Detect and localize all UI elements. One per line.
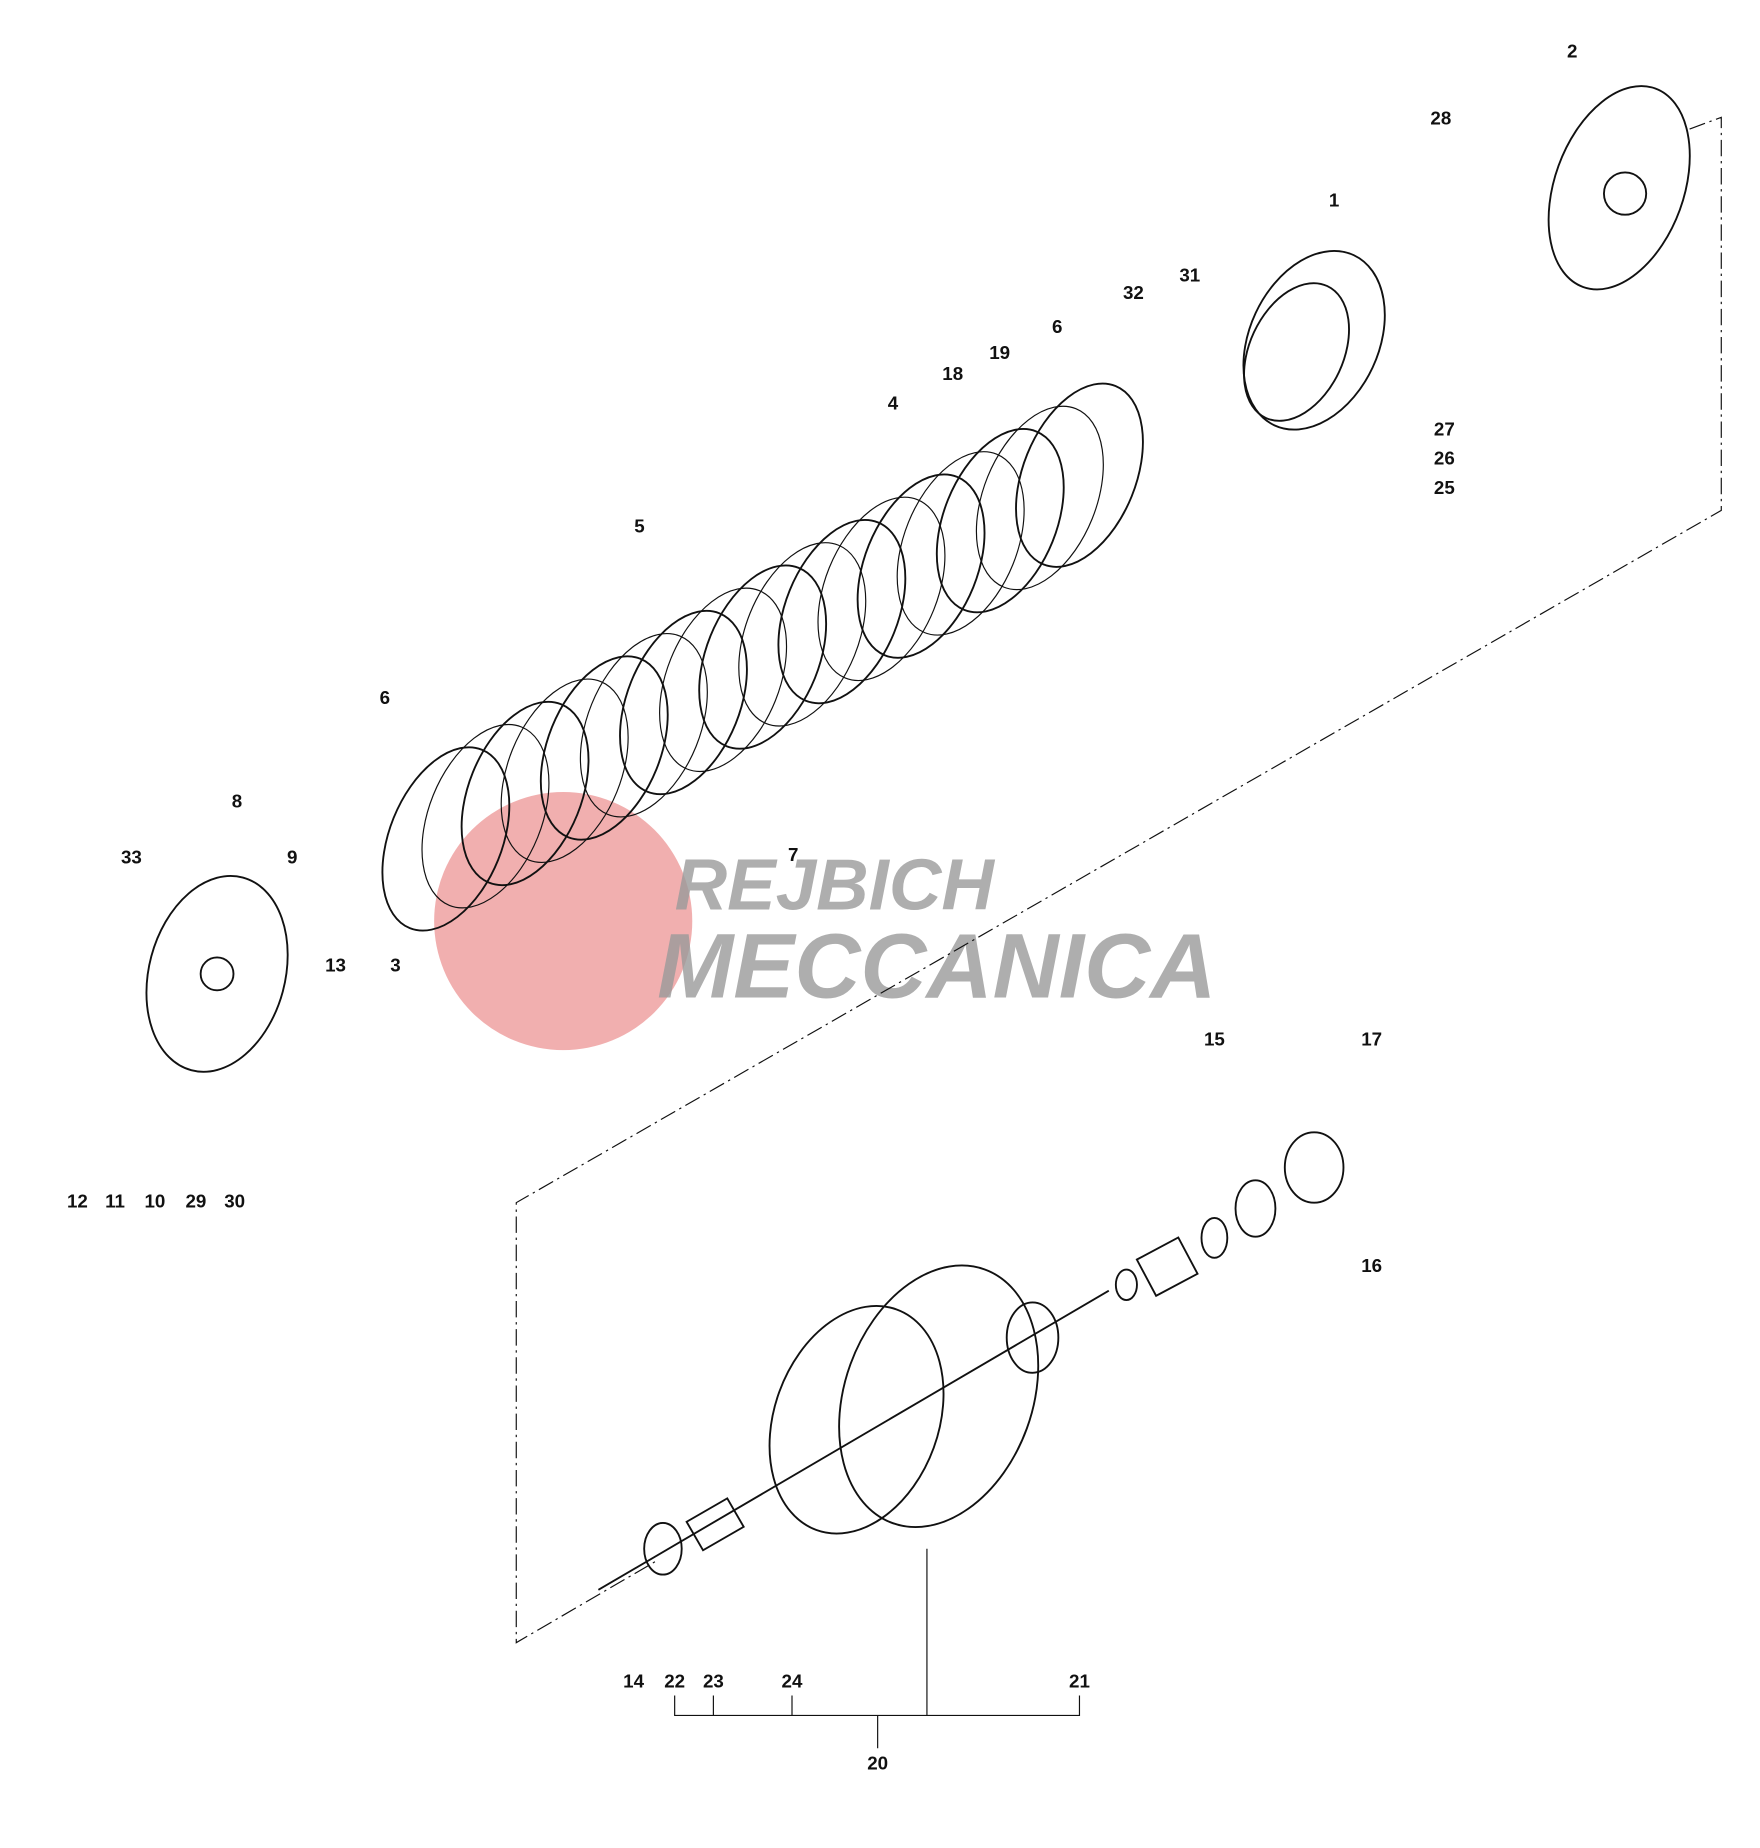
friction-plate bbox=[698, 564, 828, 750]
callout-6: 6 bbox=[1052, 316, 1062, 337]
callout-21: 21 bbox=[1069, 1670, 1090, 1691]
slave-cylinder-group bbox=[1114, 1131, 1345, 1301]
callout-30: 30 bbox=[224, 1190, 245, 1211]
callout-1: 1 bbox=[1329, 190, 1339, 211]
friction-plate bbox=[935, 428, 1065, 614]
callout-14: 14 bbox=[623, 1670, 644, 1691]
callout-5: 5 bbox=[634, 516, 644, 537]
steel-plate bbox=[579, 633, 708, 818]
steel-plate bbox=[975, 405, 1104, 591]
friction-plate bbox=[1015, 382, 1144, 568]
callout-2: 2 bbox=[1567, 40, 1577, 61]
callout-3: 3 bbox=[390, 955, 400, 976]
callout-8: 8 bbox=[232, 790, 242, 811]
callout-24: 24 bbox=[782, 1670, 803, 1691]
steel-plate bbox=[738, 542, 867, 727]
callout-23: 23 bbox=[703, 1670, 724, 1691]
clutch-hub-part-1 bbox=[1242, 249, 1386, 431]
callout-bracket-20 bbox=[674, 1548, 1081, 1749]
watermark-line1: REJBICH bbox=[675, 844, 996, 925]
callout-18: 18 bbox=[942, 363, 963, 384]
callout-9: 9 bbox=[287, 847, 297, 868]
callout-26: 26 bbox=[1434, 448, 1455, 469]
clutch-plates-stack bbox=[381, 382, 1144, 932]
steel-plate bbox=[421, 723, 550, 909]
callout-33: 33 bbox=[121, 847, 142, 868]
cover-part-8 bbox=[145, 874, 289, 1073]
callout-4: 4 bbox=[888, 392, 899, 413]
friction-plate bbox=[539, 655, 669, 841]
friction-plate bbox=[777, 518, 907, 705]
callout-13: 13 bbox=[325, 955, 346, 976]
callout-16: 16 bbox=[1361, 1255, 1382, 1276]
friction-plate bbox=[381, 746, 511, 932]
friction-plate bbox=[460, 700, 590, 887]
steel-plate bbox=[817, 496, 946, 682]
callout-11: 11 bbox=[105, 1190, 125, 1211]
callout-17: 17 bbox=[1361, 1028, 1382, 1049]
callout-31: 31 bbox=[1179, 265, 1200, 286]
watermark-circle bbox=[434, 792, 693, 1051]
steel-plate bbox=[500, 678, 629, 863]
callout-10: 10 bbox=[144, 1190, 165, 1211]
callout-6: 6 bbox=[380, 687, 390, 708]
callout-7: 7 bbox=[788, 844, 798, 865]
pressure-plate-part-2 bbox=[1547, 85, 1691, 291]
callout-28: 28 bbox=[1430, 107, 1451, 128]
callout-20: 20 bbox=[867, 1752, 888, 1773]
friction-plate bbox=[619, 609, 748, 796]
callout-19: 19 bbox=[989, 342, 1010, 363]
callout-25: 25 bbox=[1434, 477, 1455, 498]
callout-29: 29 bbox=[186, 1190, 207, 1211]
watermark-line2: MECCANICA bbox=[657, 915, 1216, 1017]
clutch-basket-part-20 bbox=[597, 1264, 1110, 1591]
callout-12: 12 bbox=[67, 1190, 88, 1211]
callout-15: 15 bbox=[1204, 1028, 1225, 1049]
callout-27: 27 bbox=[1434, 418, 1455, 439]
friction-plate bbox=[856, 473, 986, 659]
steel-plate bbox=[896, 451, 1025, 636]
watermark-logo: REJBICH MECCANICA bbox=[434, 792, 1216, 1051]
callout-22: 22 bbox=[664, 1670, 685, 1691]
callout-32: 32 bbox=[1123, 282, 1144, 303]
callout-labels: 2 28 1 31 32 6 19 18 4 27 26 25 5 6 8 33 9 7 13 3 15 17 12 11 10… bbox=[67, 40, 1577, 1773]
assembly-axis-line bbox=[515, 116, 1722, 1644]
steel-plate bbox=[659, 587, 788, 773]
